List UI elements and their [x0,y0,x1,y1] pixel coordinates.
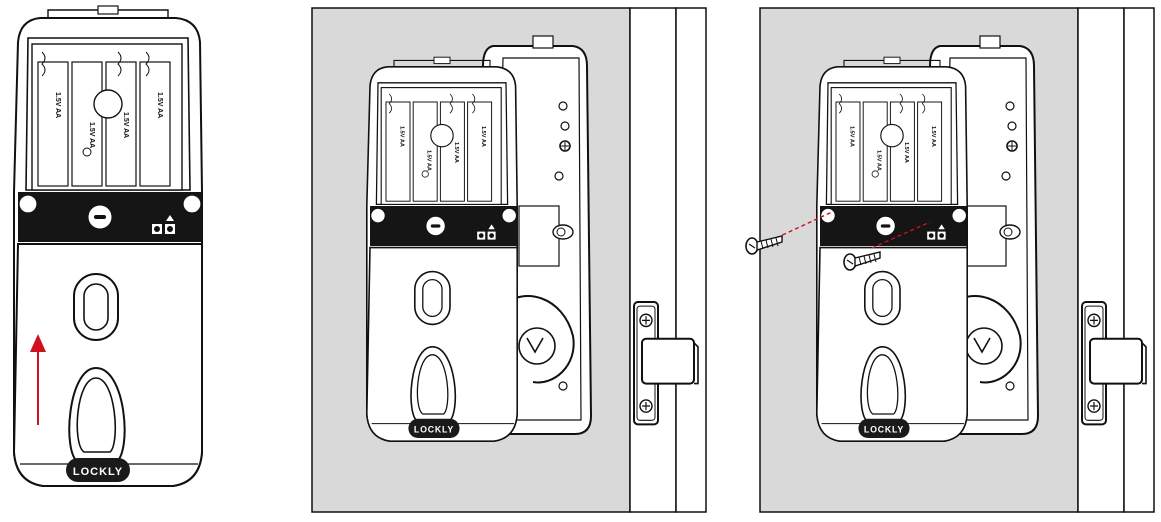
up-arrow-icon [30,334,46,425]
battery-labels: 1.5V AA 1.5V AA 1.5V AA 1.5V AA [54,92,163,148]
panel-step-3: 1.5V AA 1.5V AA 1.5V AA 1.5V AA LOCKLY [745,7,1155,513]
battery-label-1: 1.5V AA [848,126,854,147]
door-jamb [1123,7,1155,513]
battery-label-2: 1.5V AA [426,150,432,171]
lock-unit-interior: 1.5V AA 1.5V AA 1.5V AA 1.5V AA LOCKLY [815,56,969,443]
lock-unit-front: 1.5V AA 1.5V AA 1.5V AA 1.5V AA LOCKLY [13,5,203,487]
door-jamb [675,7,707,513]
screw-guide-lines [775,211,931,249]
battery-label-4: 1.5V AA [930,126,936,147]
battery-label-2: 1.5V AA [876,150,882,171]
battery-label-1: 1.5V AA [398,126,404,147]
battery-label-3: 1.5V AA [453,142,459,163]
lock-logo-icon: LOCKLY [864,424,904,434]
panel-step-1: 1.5V AA 1.5V AA 1.5V AA 1.5V AA LOCKLY [13,5,203,487]
battery-label-1: 1.5V AA [54,92,61,118]
door-edge [1077,7,1125,513]
panel-step-2: 1.5V AA 1.5V AA 1.5V AA 1.5V AA LOCKLY [311,7,707,513]
battery-label-3: 1.5V AA [122,112,129,138]
lock-logo-icon: LOCKLY [414,424,454,434]
battery-label-2: 1.5V AA [88,122,95,148]
lock-logo-icon: LOCKLY [73,466,123,478]
door-edge [629,7,677,513]
battery-label-3: 1.5V AA [903,142,909,163]
battery-label-4: 1.5V AA [156,92,163,118]
lock-unit-interior: 1.5V AA 1.5V AA 1.5V AA 1.5V AA LOCKLY [365,56,519,443]
battery-label-4: 1.5V AA [480,126,486,147]
